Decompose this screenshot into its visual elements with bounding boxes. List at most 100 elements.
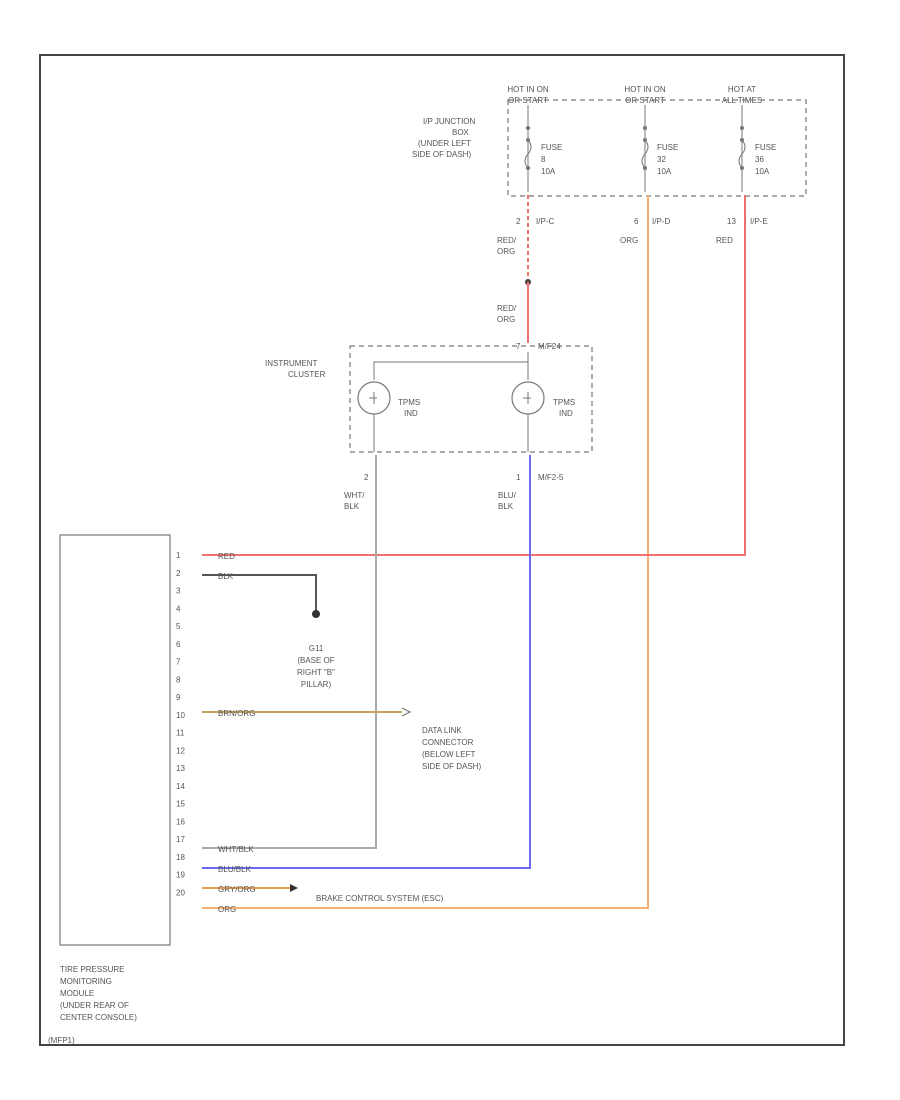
connector-ip-c: 2 I/P-C: [516, 217, 554, 226]
junction-box-label-line4: SIDE OF DASH): [412, 150, 471, 159]
module-wire-label-pin18: GRY/ORG: [218, 885, 256, 894]
module-pin-1: 1: [176, 551, 181, 560]
tpms-module-label: TIRE PRESSURE MONITORING MODULE (UNDER R…: [48, 965, 137, 1045]
module-wire-label-pin1: RED: [218, 552, 235, 561]
junction-box-label: I/P JUNCTION BOX (UNDER LEFT SIDE OF DAS…: [412, 117, 476, 159]
module-pin-7: 7: [176, 658, 181, 667]
cluster-top-pin: 7: [516, 342, 521, 351]
tpms-module-label-line1: TIRE PRESSURE: [60, 965, 124, 974]
module-pin-3: 3: [176, 587, 181, 596]
connector-ip-e-label: I/P-E: [750, 217, 768, 226]
fuse-8-label: FUSE: [541, 143, 562, 152]
module-pin-18: 18: [176, 853, 185, 862]
connector-ip-c-pin: 2: [516, 217, 521, 226]
wire-label-wht-blk-line1: WHT/: [344, 491, 365, 500]
ground-g11-name: G11: [309, 644, 324, 653]
module-pin-10: 10: [176, 711, 185, 720]
module-pin-5: 5: [176, 622, 181, 631]
wire-label-blu-blk-line1: BLU/: [498, 491, 517, 500]
connector-ip-d-label: I/P-D: [652, 217, 670, 226]
fuse-36-symbol: [738, 139, 746, 169]
module-pin-9: 9: [176, 693, 181, 702]
dlc-label: DATA LINK CONNECTOR (BELOW LEFT SIDE OF …: [422, 726, 481, 771]
fuse-32: FUSE 32 10A: [641, 105, 678, 192]
cluster-internal-feed: [373, 352, 529, 380]
tpms-module-label-line5: CENTER CONSOLE): [60, 1013, 137, 1022]
module-pin-17: 17: [176, 835, 185, 844]
module-wire-label-pin19: ORG: [218, 905, 236, 914]
instrument-cluster-label-line2: CLUSTER: [288, 370, 326, 379]
dlc-label-line2: CONNECTOR: [422, 738, 474, 747]
tpms-indicator-right-label2: IND: [559, 409, 573, 418]
power-source-2-line1: HOT IN ON: [624, 85, 665, 94]
wire-label-red-org-1-line1: RED/: [497, 236, 517, 245]
junction-box-label-line2: BOX: [452, 128, 470, 137]
wire-blk-ground: [202, 574, 317, 612]
connector-ip-e-pin: 13: [727, 217, 736, 226]
tpms-module-label-line2: MONITORING: [60, 977, 112, 986]
wire-label-wht-blk-line2: BLK: [344, 502, 360, 511]
esc-label: BRAKE CONTROL SYSTEM (ESC): [316, 894, 444, 903]
module-wire-label-pin9: BRN/ORG: [218, 709, 255, 718]
wire-label-red-org-2-line2: ORG: [497, 315, 515, 324]
cluster-pin-1: 1: [516, 473, 521, 482]
module-pin-16: 16: [176, 817, 185, 826]
wire-label-red-org-1-line2: ORG: [497, 247, 515, 256]
wire-label-red-org-2: RED/ ORG: [497, 304, 517, 324]
power-source-2: HOT IN ON OR START: [624, 85, 665, 105]
module-pin-11: 11: [176, 729, 185, 738]
junction-box-label-line1: I/P JUNCTION: [423, 117, 476, 126]
module-pin-14: 14: [176, 782, 185, 791]
fuse-36-label: FUSE: [755, 143, 776, 152]
tpms-indicator-left-label1: TPMS: [398, 398, 420, 407]
fuse-8-symbol: [524, 139, 532, 169]
tpms-module-code: (MFP1): [48, 1036, 75, 1045]
wire-wht-blk: [202, 455, 377, 849]
module-wire-label-pin2: BLK: [218, 572, 234, 581]
fuse-32-symbol: [641, 139, 649, 169]
connector-ip-d-pin: 6: [634, 217, 639, 226]
fuse-36: FUSE 36 10A: [738, 105, 776, 192]
fuse-32-number: 32: [657, 155, 666, 164]
tpms-indicator-left-label2: IND: [404, 409, 418, 418]
module-pin-20: 20: [176, 888, 185, 897]
instrument-cluster-label: INSTRUMENT CLUSTER: [265, 359, 326, 379]
tpms-module-box: [59, 534, 171, 946]
tpms-module-label-line4: (UNDER REAR OF: [60, 1001, 129, 1010]
ground-g11-line3: PILLAR): [301, 680, 332, 689]
wire-blu-blk: [202, 455, 531, 869]
module-pin-15: 15: [176, 800, 185, 809]
module-pin-2: 2: [176, 569, 181, 578]
wire-label-red-org-2-line1: RED/: [497, 304, 517, 313]
module-wire-label-pin17: BLU/BLK: [218, 865, 252, 874]
fuse-8-number: 8: [541, 155, 546, 164]
wire-label-wht-blk: WHT/ BLK: [344, 491, 365, 511]
dlc-label-line3: (BELOW LEFT: [422, 750, 475, 759]
fuse-8-rating: 10A: [541, 167, 556, 176]
ground-point-icon: [312, 610, 320, 618]
instrument-cluster-label-line1: INSTRUMENT: [265, 359, 318, 368]
wire-label-red-org-1: RED/ ORG: [497, 236, 517, 256]
cluster-bottom-connector: M/F2-5: [538, 473, 564, 482]
tpms-indicator-right: TPMS IND: [511, 381, 575, 418]
module-pin-8: 8: [176, 675, 181, 684]
tpms-indicator-right-label1: TPMS: [553, 398, 575, 407]
fuse-32-label: FUSE: [657, 143, 678, 152]
fuse-32-rating: 10A: [657, 167, 672, 176]
instrument-cluster-outline: [349, 345, 593, 453]
fuse-8: FUSE 8 10A: [524, 105, 562, 192]
wire-org-esc: [202, 195, 649, 909]
diagram-frame: [39, 54, 845, 1046]
wire-label-red: RED: [716, 236, 733, 245]
tpms-module-label-line3: MODULE: [60, 989, 94, 998]
tpms-bulb-left-icon: [369, 392, 377, 404]
tpms-bulb-right-icon: [523, 392, 531, 404]
connector-ip-c-label: I/P-C: [536, 217, 554, 226]
gry-org-arrow-icon: [290, 884, 298, 892]
power-source-1-line1: HOT IN ON: [507, 85, 548, 94]
module-pin-12: 12: [176, 746, 185, 755]
wire-red-pin1: [202, 195, 746, 556]
cluster-top-connector: M/F24: [538, 342, 561, 351]
